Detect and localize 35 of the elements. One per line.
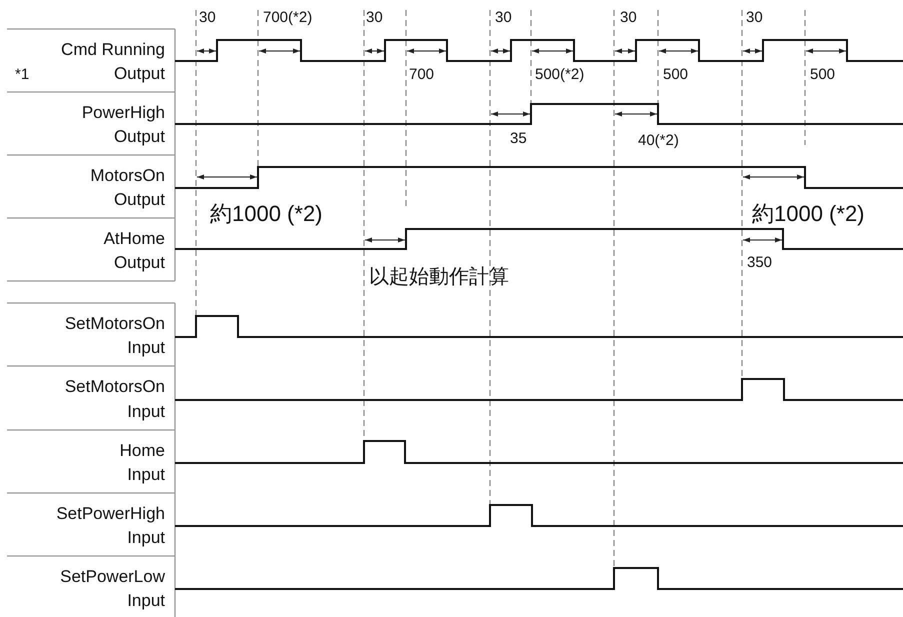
dimension-value: 30 bbox=[366, 9, 383, 27]
signal-name: SetMotorsOn bbox=[64, 377, 165, 397]
dimension-value: 30 bbox=[199, 9, 216, 27]
duration-note: 約1000 (*2) bbox=[752, 201, 865, 227]
signal-name: Output bbox=[114, 127, 165, 147]
footnote-mark: *1 bbox=[15, 66, 30, 84]
signal-name: Input bbox=[127, 465, 165, 485]
signal-name: Home bbox=[120, 441, 165, 461]
signal-name: SetMotorsOn bbox=[64, 314, 165, 334]
signal-name: Input bbox=[127, 402, 165, 422]
signal-name: PowerHigh bbox=[82, 103, 165, 123]
note-text: 以起始動作計算 bbox=[369, 266, 509, 288]
dimension-value: 35 bbox=[510, 130, 527, 148]
dimension-value: 30 bbox=[495, 9, 512, 27]
signal-name: MotorsOn bbox=[90, 166, 165, 186]
dimension-value: 350 bbox=[747, 254, 772, 272]
dimension-value: 700 bbox=[409, 66, 434, 84]
dimension-value: 40(*2) bbox=[638, 132, 679, 150]
dimension-value: 30 bbox=[620, 9, 637, 27]
signal-name: Output bbox=[114, 64, 165, 84]
signal-name: AtHome bbox=[104, 229, 165, 249]
signal-name: Output bbox=[114, 253, 165, 273]
signal-name: Input bbox=[127, 528, 165, 548]
dimension-value: 500 bbox=[810, 66, 836, 84]
signal-name: Input bbox=[127, 338, 165, 358]
dimension-value: 30 bbox=[746, 9, 763, 27]
signal-name: Cmd Running bbox=[61, 40, 165, 60]
signal-name: SetPowerHigh bbox=[56, 504, 165, 524]
dimension-value: 500(*2) bbox=[535, 66, 584, 84]
signal-name: SetPowerLow bbox=[60, 567, 165, 587]
dimension-value: 700(*2) bbox=[263, 9, 312, 27]
dimension-value: 500 bbox=[663, 66, 688, 84]
signal-name: Output bbox=[114, 190, 165, 210]
signal-name: Input bbox=[127, 591, 165, 611]
duration-note: 約1000 (*2) bbox=[210, 201, 323, 227]
